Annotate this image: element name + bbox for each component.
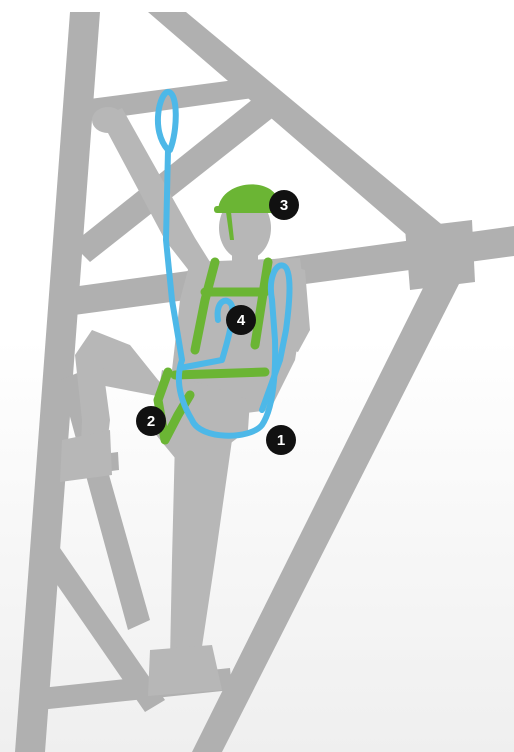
tower-bracket <box>405 220 475 290</box>
marker-3-label: 3 <box>280 197 288 214</box>
worker-raised-arm <box>100 108 210 272</box>
worker-right-boot <box>148 645 222 696</box>
marker-1-label: 1 <box>277 432 285 449</box>
worker-right-leg <box>170 440 232 660</box>
marker-3: 3 <box>269 190 299 220</box>
marker-4-label: 4 <box>237 312 246 329</box>
marker-2-label: 2 <box>147 413 155 430</box>
harness-waist-strap <box>175 372 265 375</box>
marker-1: 1 <box>266 425 296 455</box>
worker-hand <box>92 107 124 133</box>
marker-4: 4 <box>226 305 256 335</box>
marker-2: 2 <box>136 406 166 436</box>
